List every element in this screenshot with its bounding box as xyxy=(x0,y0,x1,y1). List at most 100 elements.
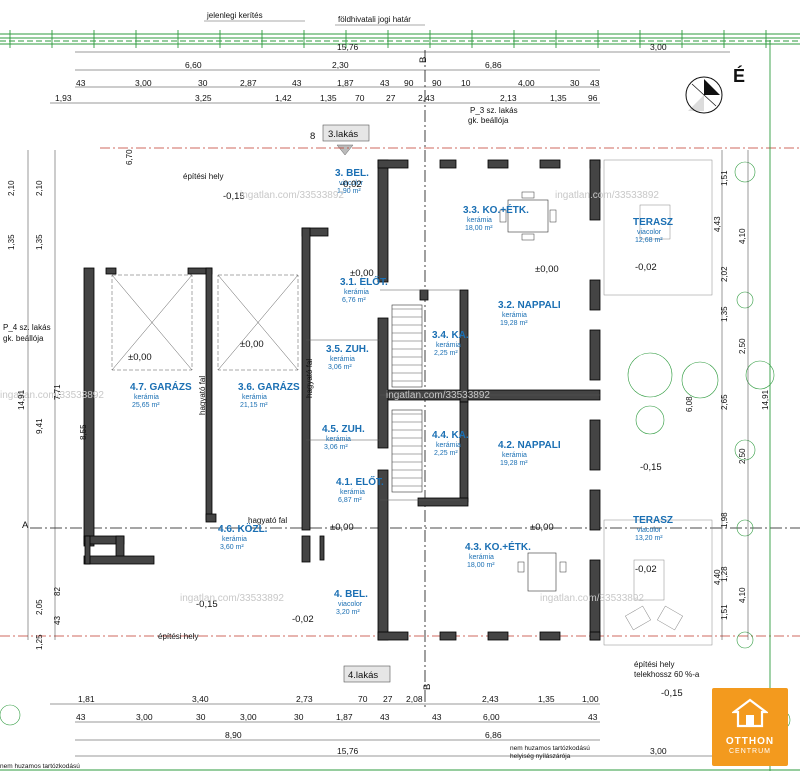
room-area: 2,25 m² xyxy=(434,350,458,357)
dim: 2,13 xyxy=(500,93,517,103)
dim: 27 xyxy=(383,694,393,704)
wall-segment xyxy=(319,535,325,561)
house-logo-icon xyxy=(732,698,768,728)
stairs-4 xyxy=(391,409,423,493)
wall-segment xyxy=(459,289,469,403)
room-material: kerámia xyxy=(469,554,494,561)
axis-b-bottom-label: B xyxy=(422,684,433,690)
logo-line-1: OTTHON xyxy=(725,736,775,747)
vegetation xyxy=(0,161,791,731)
property-boundary-top xyxy=(0,30,800,48)
room-name: 4.3. KO.+ÉTK. xyxy=(465,540,531,553)
wall-segment xyxy=(589,631,601,641)
dim: 3,40 xyxy=(192,694,209,704)
level-markers: -0,15 -0,02 ±0,00 ±0,00 ±0,00 ±0,00 ±0,0… xyxy=(128,179,683,699)
room-material: kerámia xyxy=(467,217,492,224)
room-material: kerámia xyxy=(340,489,365,496)
fire-wall-label-vertical: hagyató fal xyxy=(198,376,207,415)
tree-icon xyxy=(736,291,754,309)
watermark: ingatlan.com/33533892 xyxy=(386,390,490,401)
room-material: kerámia xyxy=(502,452,527,459)
dim: 7,71 xyxy=(53,384,62,400)
dims-left: 2,10 2,10 1,35 14,91 1,35 2,05 1,25 6,70… xyxy=(7,149,134,650)
stairs-3 xyxy=(391,304,423,388)
room-name: 4.1. ELŐT. xyxy=(336,475,384,488)
dim: 1,00 xyxy=(582,694,599,704)
room-name: 4.2. NAPPALI xyxy=(498,440,561,451)
dim: 43 xyxy=(588,712,598,722)
dim: 4,10 xyxy=(738,228,747,244)
room-material: viacolor xyxy=(339,180,364,187)
garage-4-hatch xyxy=(111,274,193,371)
dim: 30 xyxy=(294,712,304,722)
dim: 6,70 xyxy=(125,149,134,165)
dims-bottom-1: 1,81 3,40 2,73 70 27 2,08 2,43 1,35 1,00 xyxy=(78,694,599,704)
dim: 3,00 xyxy=(240,712,257,722)
tree-icon xyxy=(627,352,673,398)
tree-icon xyxy=(734,439,756,461)
dims-row-3: 1,93 3,25 1,42 1,35 70 27 2,43 2,13 1,35… xyxy=(55,93,598,103)
dim: 43 xyxy=(53,616,62,625)
dim: 14,91 xyxy=(17,389,26,410)
level: ±0,00 xyxy=(535,264,559,275)
wall-segment xyxy=(539,159,561,169)
dim: 2,05 xyxy=(35,599,44,615)
room-area: 6,87 m² xyxy=(338,497,362,504)
dim: 4,40 xyxy=(713,569,722,585)
dim: 2,10 xyxy=(7,180,16,196)
overall-width-bottom: 15,76 xyxy=(337,746,359,756)
level: ±0,00 xyxy=(350,268,374,279)
room-area: 3,60 m² xyxy=(220,544,244,551)
room-material: kerámia xyxy=(134,394,159,401)
wall-segment xyxy=(377,317,389,449)
room-name: TERASZ xyxy=(633,515,673,526)
dim: 43 xyxy=(76,712,86,722)
watermarks: ingatlan.com/33533892 ingatlan.com/33533… xyxy=(0,190,659,604)
room-area: 6,76 m² xyxy=(342,297,366,304)
parking-4-label: P_4 sz. lakás xyxy=(3,323,51,332)
tree-icon xyxy=(0,704,21,726)
parking-3-label: P_3 sz. lakás xyxy=(470,106,518,115)
dim: 2,10 xyxy=(35,180,44,196)
room-area: 2,25 m² xyxy=(434,450,458,457)
dim: 1,28 xyxy=(720,566,729,582)
dims-bottom-2: 43 3,00 30 3,00 30 1,87 43 43 6,00 43 xyxy=(76,712,598,722)
dim: 2,02 xyxy=(720,266,729,282)
room-name: 4. BEL. xyxy=(334,589,368,600)
dim: 6,86 xyxy=(485,730,502,740)
room-name: 3.5. ZUH. xyxy=(326,344,369,355)
wall-segment xyxy=(115,535,125,559)
dim: 4,10 xyxy=(738,587,747,603)
dim: 30 xyxy=(198,78,208,88)
room-material: kerámia xyxy=(344,289,369,296)
dim: 30 xyxy=(196,712,206,722)
dim: 1,42 xyxy=(275,93,292,103)
tree-icon xyxy=(736,519,754,537)
room-name: TERASZ xyxy=(633,217,673,228)
room-area: 13,20 m² xyxy=(635,535,663,542)
level: ±0,00 xyxy=(330,522,354,533)
dim: 43 xyxy=(590,78,600,88)
room-name: 3.6. GARÁZS xyxy=(238,380,300,393)
dim: 70 xyxy=(355,93,365,103)
room-material: kerámia xyxy=(436,442,461,449)
right-dim-top: 3,00 xyxy=(650,42,667,52)
compass-label: É xyxy=(733,65,745,86)
dim: 2,43 xyxy=(482,694,499,704)
room-name: 3.4. KA. xyxy=(432,330,469,341)
watermark: ingatlan.com/33533892 xyxy=(240,190,344,201)
fire-wall-label-horizontal: hagyató fal xyxy=(248,516,287,525)
